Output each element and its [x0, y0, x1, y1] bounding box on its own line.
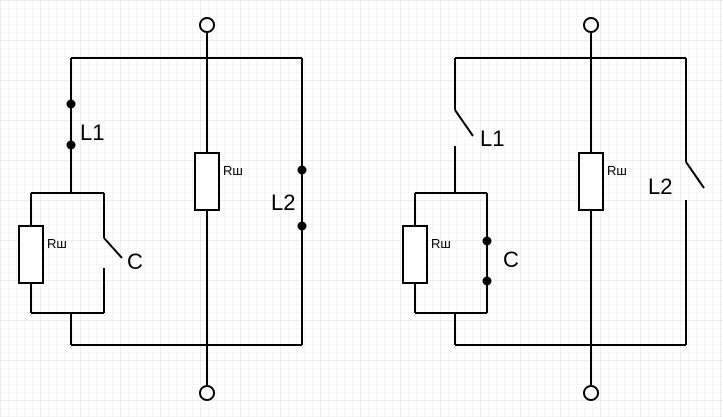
- left-center-resistor-label: Rш: [223, 163, 243, 178]
- left-center-resistor: [194, 152, 220, 211]
- left-l2-label: L2: [271, 190, 295, 215]
- left-side-resistor: [18, 225, 44, 284]
- right-center-resistor-label: Rш: [607, 163, 627, 178]
- right-l2-switch-open[interactable]: [685, 161, 705, 189]
- right-c-label: C: [503, 247, 519, 272]
- left-bottom-terminal[interactable]: [199, 385, 215, 401]
- right-l1-label: L1: [480, 126, 504, 151]
- right-circuit: Rш L1 Rш C L2: [402, 17, 705, 401]
- left-c-label: C: [127, 249, 143, 274]
- right-l2-label: L2: [648, 174, 672, 199]
- left-l1-label: L1: [80, 120, 104, 145]
- right-side-resistor-label: Rш: [431, 236, 451, 251]
- right-center-resistor: [578, 152, 604, 211]
- right-bottom-terminal[interactable]: [583, 385, 599, 401]
- left-circuit: Rш L1 Rш C L2: [18, 17, 307, 401]
- left-c-switch-open[interactable]: [103, 237, 123, 259]
- left-side-resistor-label: Rш: [47, 236, 67, 251]
- right-l1-switch-open[interactable]: [454, 109, 474, 137]
- right-top-terminal[interactable]: [583, 17, 599, 33]
- left-top-terminal[interactable]: [199, 17, 215, 33]
- right-side-resistor: [402, 225, 428, 284]
